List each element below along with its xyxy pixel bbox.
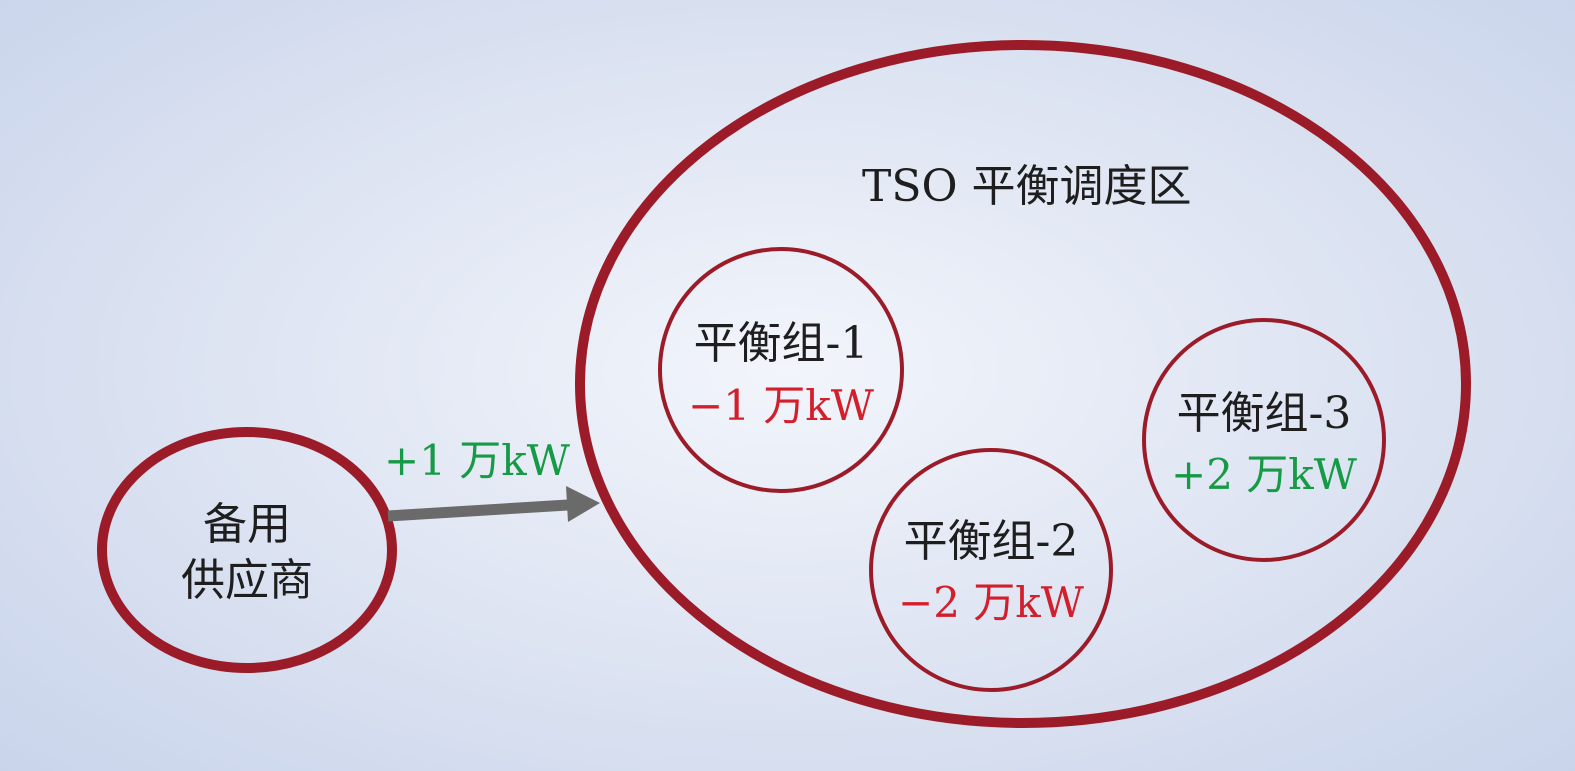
supplier-ellipse <box>97 427 397 673</box>
arrow-icon <box>387 486 600 522</box>
arrow-label: +1 万kW <box>384 436 570 485</box>
supplier-label-line2: 供应商 <box>181 555 313 606</box>
group-1-circle <box>658 247 904 493</box>
group-3-circle <box>1142 318 1386 562</box>
supplier-label-line1: 备用 <box>203 499 291 550</box>
tso-zone-ellipse <box>575 40 1471 728</box>
group-1-value: −1 万kW <box>688 381 874 430</box>
supplier-label: 备用 供应商 <box>147 497 347 609</box>
group-3-value: +2 万kW <box>1171 450 1357 499</box>
group-2-name: 平衡组-2 <box>903 516 1079 567</box>
zone-title: TSO 平衡调度区 <box>862 161 1192 212</box>
group-1-name: 平衡组-1 <box>693 318 869 369</box>
group-3-name: 平衡组-3 <box>1176 388 1352 439</box>
group-2-circle <box>869 448 1113 692</box>
group-2-value: −2 万kW <box>898 578 1084 627</box>
